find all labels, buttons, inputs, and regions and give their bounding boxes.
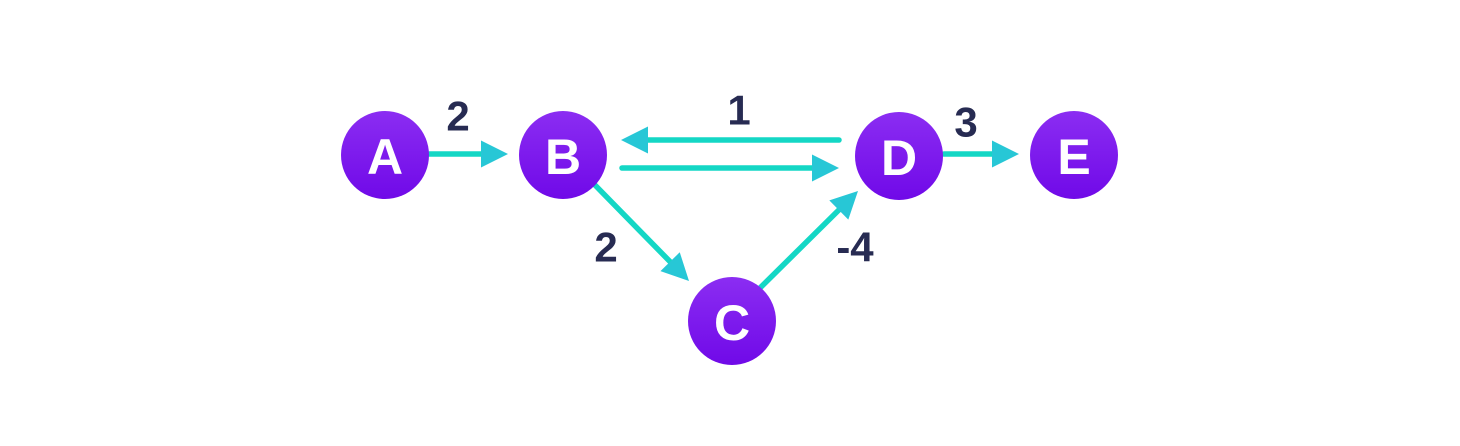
- node-A-label: A: [367, 129, 403, 185]
- edge-C-D: -4: [757, 191, 874, 291]
- edge-B-C-arrowhead-icon: [660, 252, 689, 281]
- edge-D-B-arrowhead-icon: [621, 126, 648, 154]
- node-D: D: [855, 112, 943, 200]
- edge-B-C-weight: 2: [594, 224, 617, 271]
- node-D-circle: [855, 112, 943, 200]
- edge-C-D-arrowhead-icon: [829, 191, 858, 220]
- node-E: E: [1030, 111, 1118, 199]
- edge-A-B-weight: 2: [446, 93, 469, 140]
- node-B-label: B: [545, 129, 581, 185]
- edge-D-E: 3: [941, 99, 1019, 168]
- edge-B-D: [619, 154, 839, 182]
- node-B: B: [519, 111, 607, 199]
- node-D-label: D: [881, 130, 917, 186]
- edge-D-E-weight: 3: [954, 99, 977, 146]
- edge-B-D-arrowhead-icon: [812, 154, 839, 182]
- edge-C-D-weight: -4: [836, 224, 874, 271]
- node-E-label: E: [1057, 129, 1090, 185]
- edge-B-C-line: [589, 179, 676, 268]
- node-A: A: [341, 111, 429, 199]
- edge-C-D-line: [757, 204, 845, 291]
- node-A-circle: [341, 111, 429, 199]
- edge-D-B: 1: [621, 87, 842, 154]
- edge-A-B-arrowhead-icon: [481, 140, 508, 168]
- node-C-circle: [688, 277, 776, 365]
- node-C: C: [688, 277, 776, 365]
- node-E-circle: [1030, 111, 1118, 199]
- edge-D-B-weight: 1: [727, 87, 750, 134]
- edge-B-C: 2: [589, 179, 689, 281]
- edge-D-E-arrowhead-icon: [992, 140, 1019, 168]
- edge-A-B: 2: [426, 93, 508, 168]
- node-B-circle: [519, 111, 607, 199]
- node-C-label: C: [714, 295, 750, 351]
